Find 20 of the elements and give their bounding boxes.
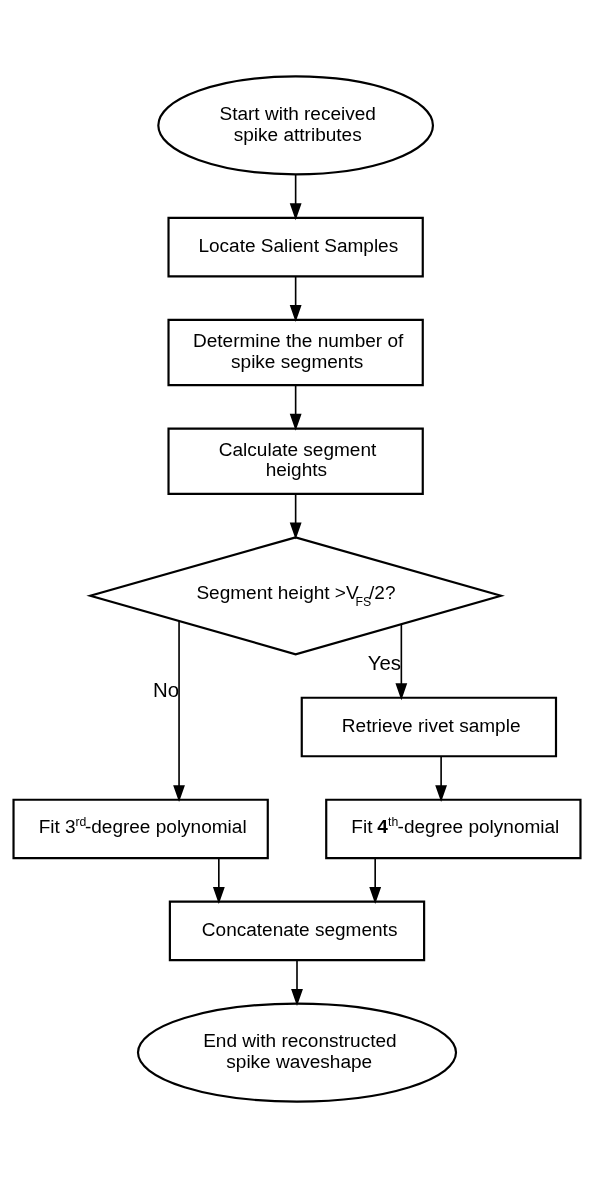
arrow [291,959,303,1006]
node-box: Determine the number of spike segments [167,318,424,386]
node-box: Fit 3$^{rd}$-degree polynomial [12,798,269,859]
arrow [173,619,185,802]
arrow [369,857,382,904]
arrow [212,857,225,904]
node-box: Fit 4$^{th}$-degree polynomial [325,798,582,859]
node-box: Locate Salient Samples [167,216,424,277]
node-box: Calculate segment heights [167,427,424,495]
arrow [289,275,302,322]
arrow [289,492,302,539]
node-box: Retrieve rivet sample [300,696,558,757]
arrow [435,755,447,802]
arrow [289,383,302,431]
node-ellipse: End with reconstructed spike waveshape [136,1002,458,1103]
node-diamond: Segment height >V$_{FS}$/2? [86,535,505,655]
arrow [289,173,302,220]
arrow [395,622,408,700]
node-box: Concatenate segments [168,900,426,961]
node-ellipse: Start with received spike attributes [157,74,435,175]
